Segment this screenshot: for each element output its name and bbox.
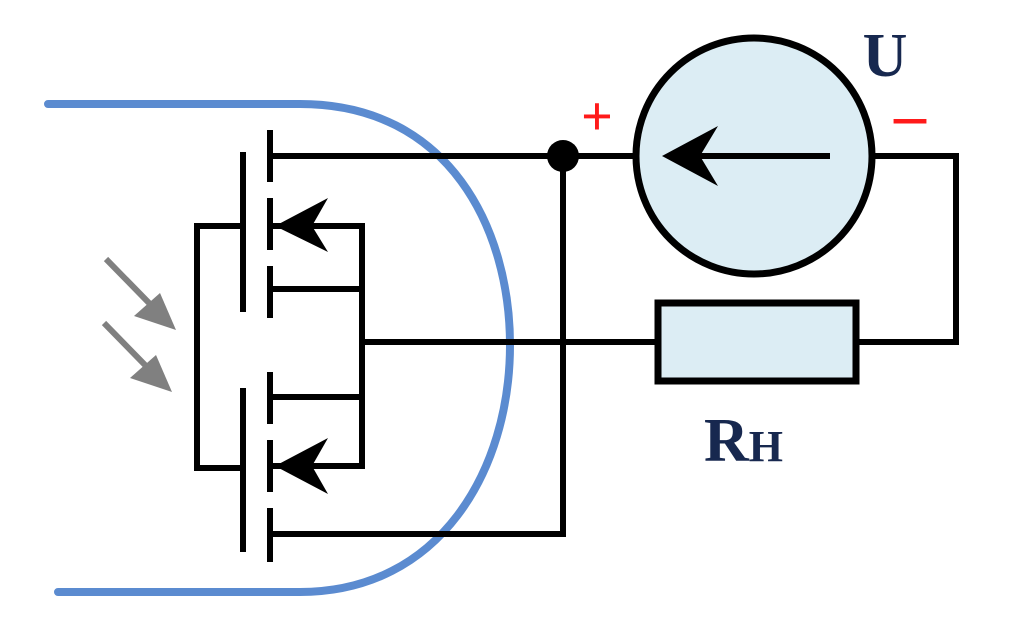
load-label-sub: H <box>749 422 783 471</box>
lower-mosfet <box>240 372 565 562</box>
source-voltage-label: U <box>863 22 908 90</box>
load-label: RH <box>704 407 783 475</box>
upper-body-diode-arrow-icon <box>275 198 328 252</box>
left-arrow-icon <box>662 126 718 186</box>
upper-mosfet <box>240 130 563 318</box>
minus-sign: – <box>893 79 927 150</box>
voltage-source <box>632 34 876 278</box>
package-outline <box>44 100 515 596</box>
plus-sign: + <box>581 86 613 148</box>
lower-body-diode-arrow-icon <box>275 438 328 494</box>
gate-wire <box>194 223 243 471</box>
light-incidence-arrows-icon <box>101 256 176 392</box>
load-label-main: R <box>704 407 750 475</box>
return-wire <box>858 153 959 345</box>
load-resistor <box>654 299 860 385</box>
